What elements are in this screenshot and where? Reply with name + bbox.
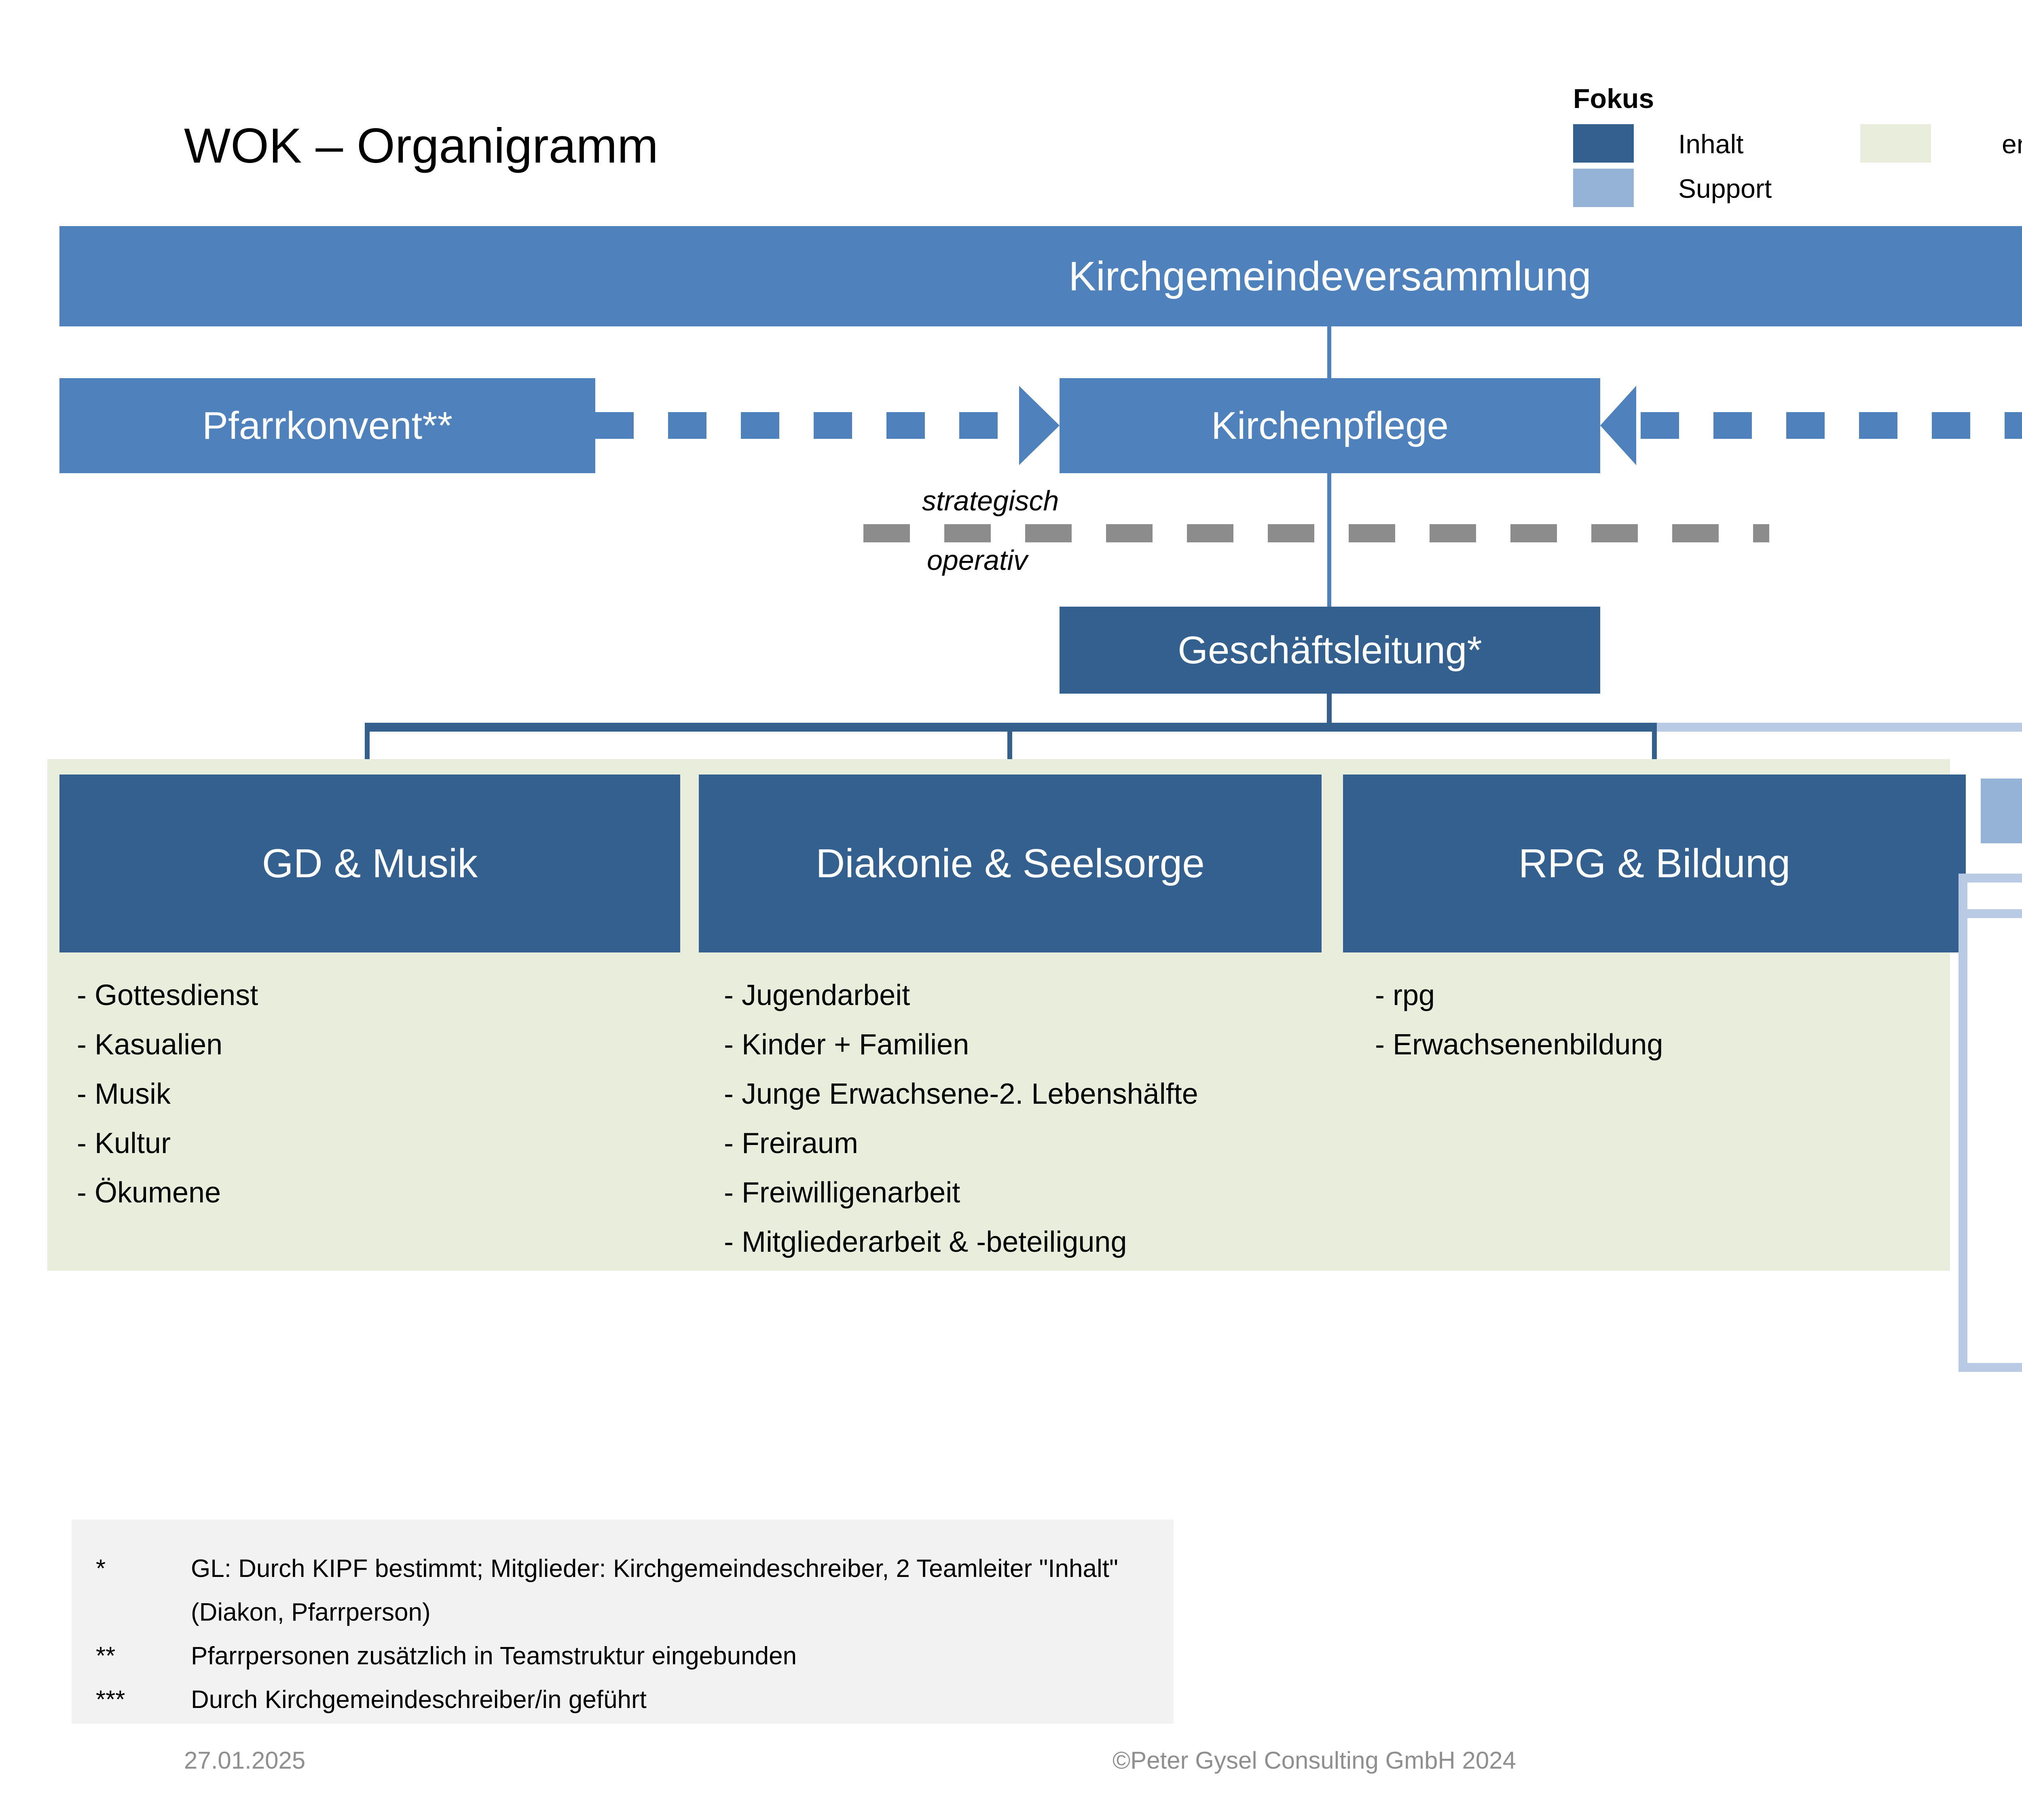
list-diakonie-seelsorge: - Jugendarbeit - Kinder + Familien - Jun… bbox=[724, 971, 1198, 1267]
footnote-marker: * bbox=[96, 1555, 106, 1583]
footnotes-box: * GL: Durch KIPF bestimmt; Mitglieder: K… bbox=[72, 1519, 1174, 1724]
list-item: - Mitgliederarbeit & -beteiligung bbox=[724, 1226, 1127, 1258]
legend-label-koordination: enge Koordination/Zusammenarbeit bbox=[2002, 129, 2022, 159]
footnote-text: Durch Kirchgemeindeschreiber/in geführt bbox=[191, 1686, 647, 1714]
footnote-marker: *** bbox=[96, 1686, 125, 1714]
legend-title: Fokus bbox=[1573, 83, 1654, 114]
legend-swatch-support bbox=[1573, 169, 1634, 207]
page-title: WOK – Organigramm bbox=[184, 118, 658, 173]
footnote-text: GL: Durch KIPF bestimmt; Mitglieder: Kir… bbox=[191, 1555, 1119, 1626]
box-rpg-bildung: RPG & Bildung bbox=[1343, 775, 1966, 952]
connector-gl-to-bar bbox=[1327, 694, 1332, 724]
legend-swatch-inhalt bbox=[1573, 124, 1634, 163]
connector-branch-admin bbox=[1959, 909, 2022, 918]
box-pfarrkonvent: Pfarrkonvent** bbox=[59, 378, 595, 473]
box-diakonie-seelsorge: Diakonie & Seelsorge bbox=[699, 775, 1322, 952]
box-kirchgemeindeversammlung: Kirchgemeindeversammlung bbox=[59, 226, 2022, 326]
dashed-arrow-gemeindekonvent-to-kirchenpflege bbox=[1600, 386, 2022, 465]
footer-date: 27.01.2025 bbox=[184, 1747, 306, 1774]
label-strategisch: strategisch bbox=[922, 485, 1059, 516]
list-item: - Freiwilligenarbeit bbox=[724, 1177, 960, 1209]
list-item: - Kinder + Familien bbox=[724, 1029, 969, 1061]
connector-assembly-kirchenpflege bbox=[1327, 326, 1331, 379]
box-gd-musik: GD & Musik bbox=[59, 775, 680, 952]
legend-label-inhalt: Inhalt bbox=[1678, 129, 1744, 159]
list-item: - Jugendarbeit bbox=[724, 979, 910, 1012]
box-verwaltung: Verwaltung*** bbox=[1981, 779, 2022, 843]
connector-branch-liegenschaften bbox=[1959, 1363, 2022, 1372]
list-item: - Erwachsenenbildung bbox=[1375, 1029, 1663, 1061]
strategic-operative-divider-line bbox=[863, 524, 1769, 542]
list-rpg-bildung: - rpg - Erwachsenenbildung bbox=[1375, 971, 1663, 1069]
dashed-arrow-pfarrkonvent-to-kirchenpflege bbox=[595, 386, 1060, 465]
list-item: - Musik bbox=[77, 1078, 171, 1110]
box-geschaeftsleitung: Geschäftsleitung* bbox=[1060, 607, 1600, 694]
connector-horizontal-pale bbox=[1657, 723, 2022, 732]
list-item: - Freiraum bbox=[724, 1127, 859, 1160]
footnote-row: *** Durch Kirchgemeindeschreiber/in gefü… bbox=[96, 1678, 1174, 1722]
footnote-row: ** Pfarrpersonen zusätzlich in Teamstruk… bbox=[96, 1634, 1174, 1678]
list-item: - Junge Erwachsene-2. Lebenshälfte bbox=[724, 1078, 1198, 1110]
footnote-row: * GL: Durch KIPF bestimmt; Mitglieder: K… bbox=[96, 1547, 1174, 1634]
list-item: - Ökumene bbox=[77, 1177, 221, 1209]
box-kirchenpflege: Kirchenpflege bbox=[1060, 378, 1600, 473]
connector-verwaltung-vertical bbox=[1959, 874, 1967, 1372]
footer-copyright: ©Peter Gysel Consulting GmbH 2024 bbox=[1113, 1747, 1516, 1774]
list-item: - Kultur bbox=[77, 1127, 171, 1160]
list-gd-musik: - Gottesdienst - Kasualien - Musik - Kul… bbox=[77, 971, 258, 1217]
list-item: - Kasualien bbox=[77, 1029, 223, 1061]
footnote-text: Pfarrpersonen zusätzlich in Teamstruktur… bbox=[191, 1642, 797, 1670]
legend-label-support: Support bbox=[1678, 174, 1772, 203]
list-item: - Gottesdienst bbox=[77, 979, 258, 1012]
legend-swatch-koordination bbox=[1860, 124, 1931, 163]
footnote-marker: ** bbox=[96, 1642, 116, 1670]
connector-horizontal-dark bbox=[367, 723, 1657, 732]
connector-verwaltung-horizontal bbox=[1959, 874, 2022, 882]
list-item: - rpg bbox=[1375, 979, 1435, 1012]
label-operativ: operativ bbox=[927, 544, 1028, 576]
